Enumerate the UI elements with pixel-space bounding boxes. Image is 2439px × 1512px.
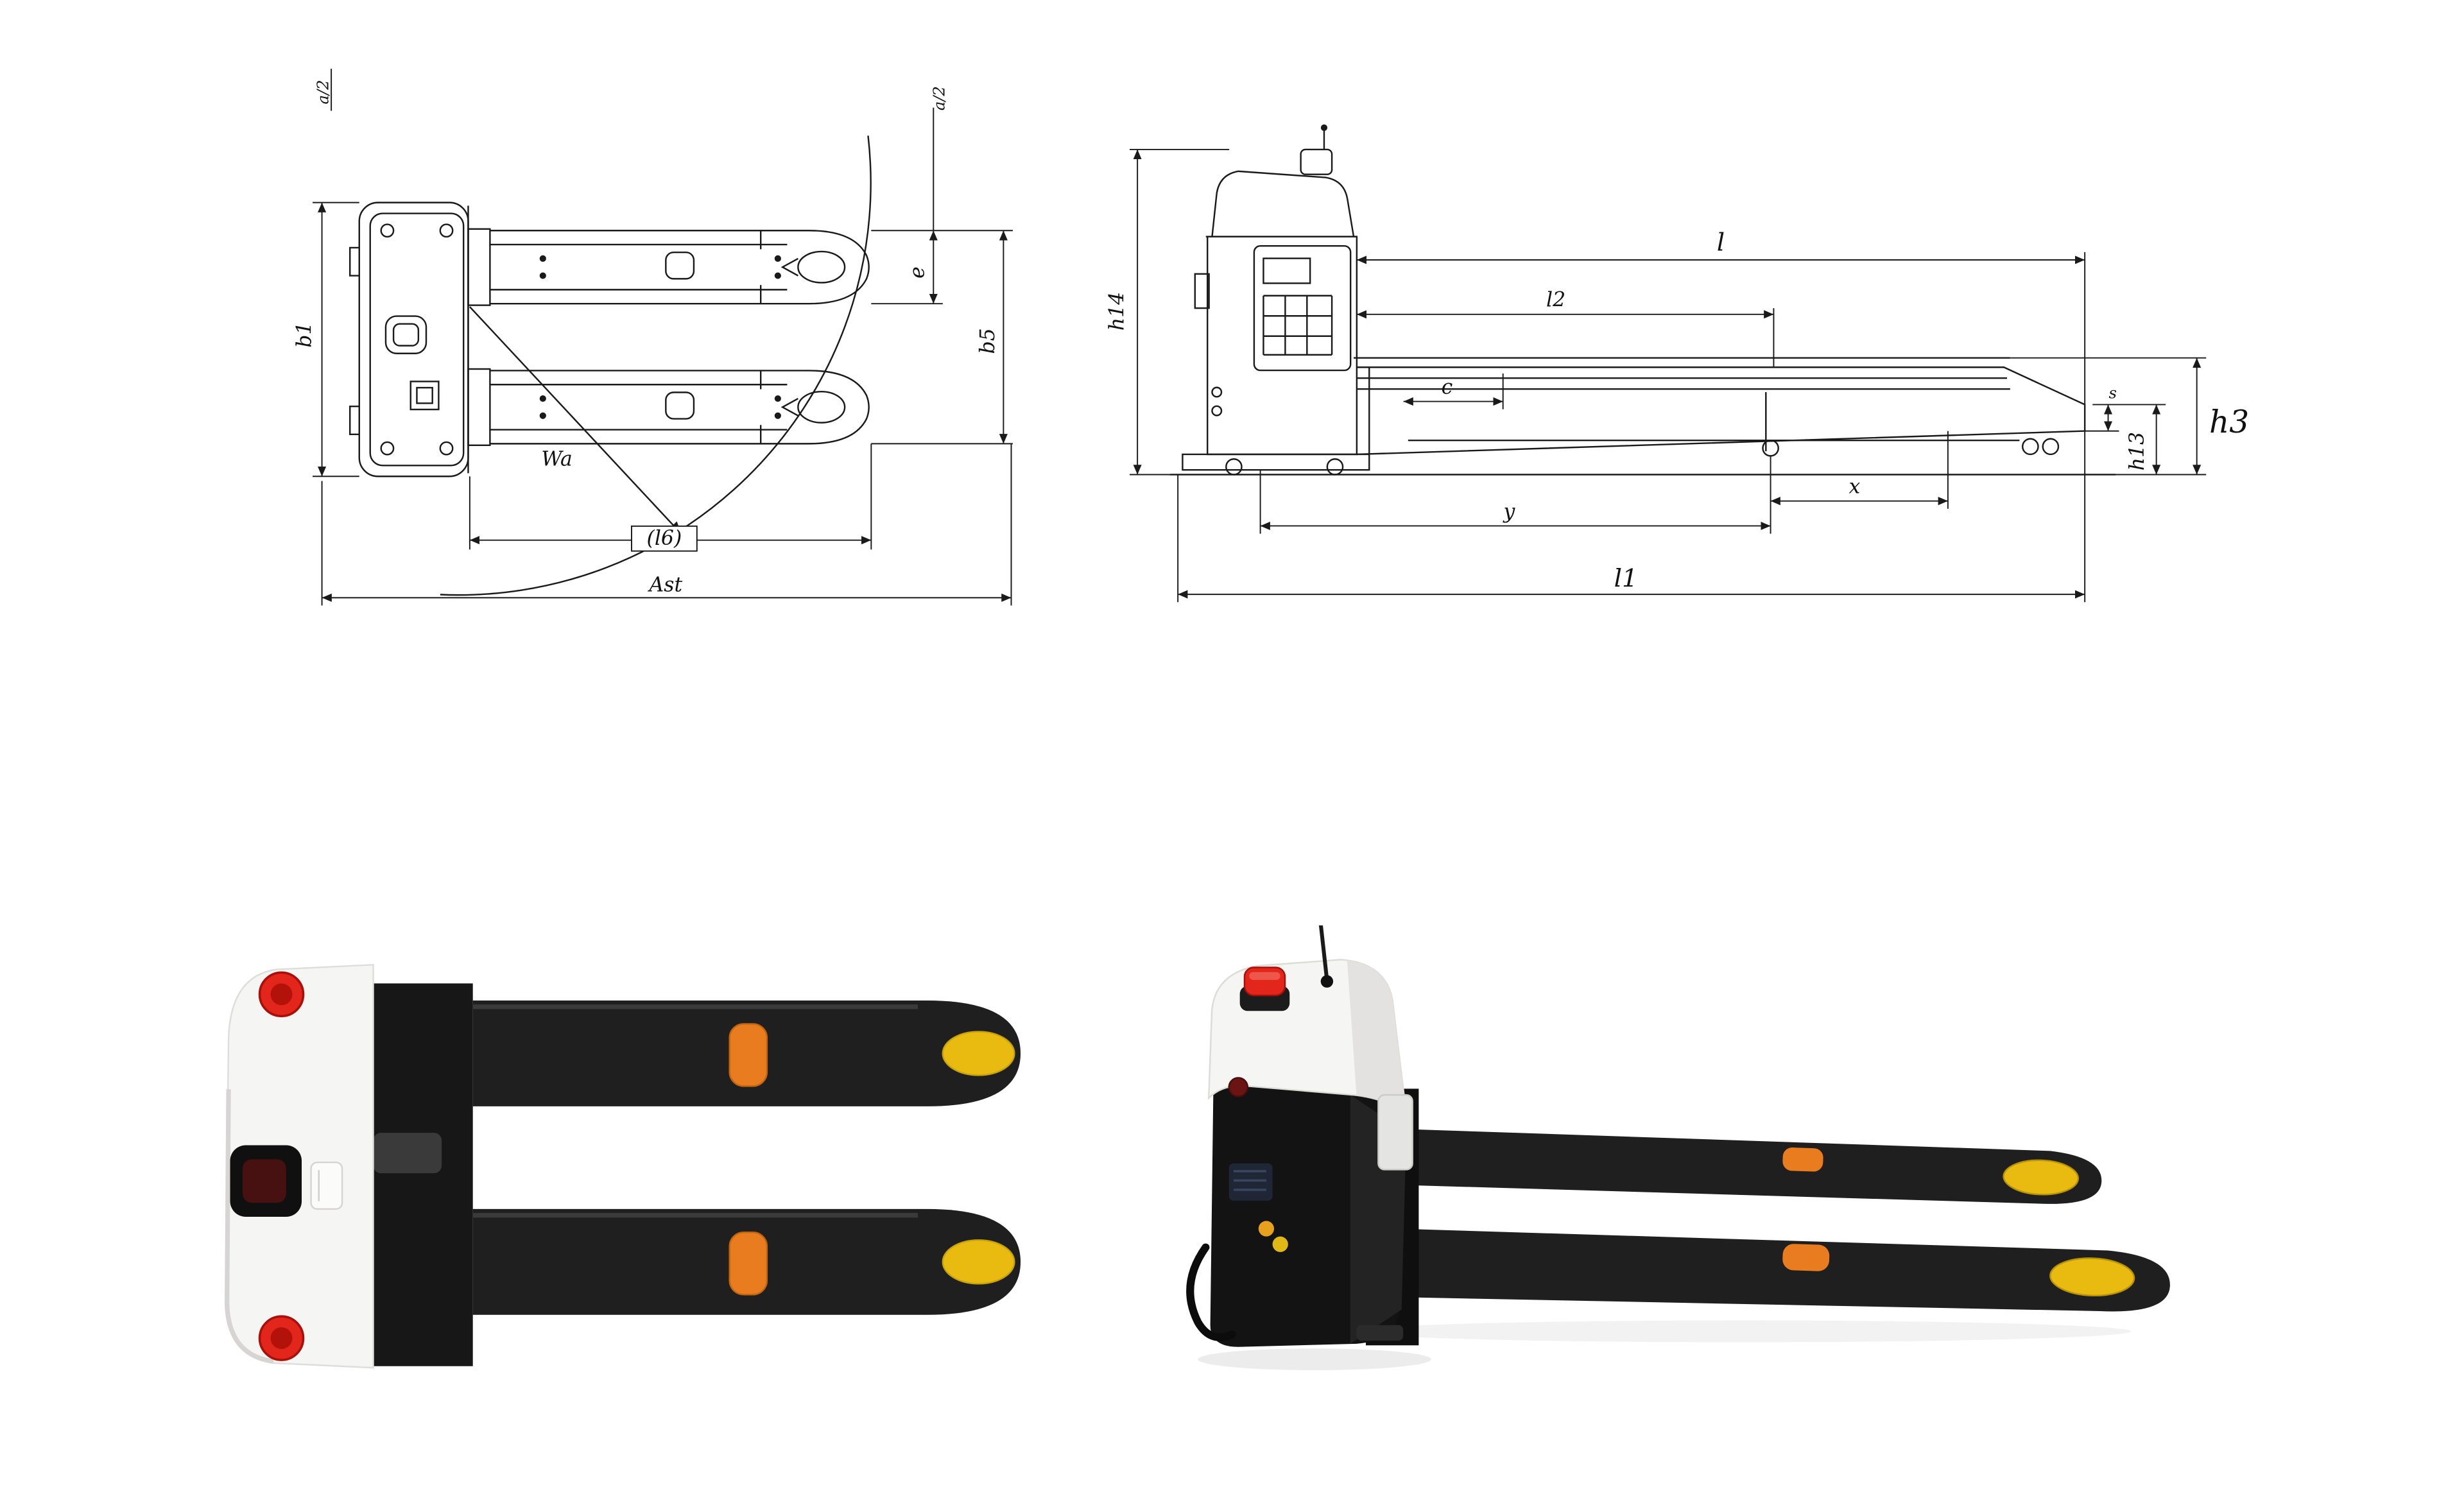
fork-mount-bracket (1377, 1094, 1413, 1171)
dim-label-h3: h3 (2209, 404, 2249, 440)
yellow-wheel-upper (2003, 1159, 2080, 1196)
side-view-truck-outline (1182, 125, 1370, 476)
dim-label-h13: h13 (2126, 432, 2149, 470)
latch-handle (310, 1161, 343, 1210)
antenna-base (1320, 975, 1334, 988)
fork-shadow (1353, 1320, 2132, 1343)
dim-label-b5: b5 (976, 328, 999, 354)
antenna (1318, 925, 1329, 982)
dim-label-s: s (2109, 384, 2117, 402)
body-shadow (1198, 1348, 1431, 1371)
orange-roller-lower (1782, 1244, 1830, 1271)
indicator-dot-orange (1258, 1221, 1275, 1237)
top-view-dimensions (313, 69, 1013, 606)
orange-marker-bottom-fork (728, 1232, 768, 1296)
fork-lower (1397, 1228, 2170, 1312)
fork-bottom-outline (490, 370, 870, 445)
white-head-unit (225, 964, 374, 1369)
dim-label-l1: l1 (1614, 564, 1638, 593)
power-unit-outline (349, 202, 491, 477)
emergency-stop-button (1243, 966, 1286, 997)
orange-roller-upper (1782, 1147, 1823, 1172)
fork-bottom (472, 1208, 1021, 1315)
dim-label-h14: h14 (1105, 292, 1128, 331)
yellow-wheel-top-fork (942, 1031, 1015, 1076)
dim-label-b1: b1 (293, 322, 316, 348)
dim-label-l: l (1717, 228, 1725, 257)
dim-label-l6: (l6) (647, 527, 682, 550)
sensor-lens (242, 1159, 286, 1203)
dim-label-y: y (1502, 500, 1515, 523)
fork-top-outline (490, 230, 870, 305)
side-view-technical-drawing: l l2 c y x s h3 h13 h14 l1 (1105, 125, 2249, 603)
red-button-bottom-center (270, 1327, 293, 1350)
dim-label-e: e (906, 266, 929, 279)
vent-panel (1228, 1163, 1273, 1201)
orange-marker-top-fork (728, 1023, 768, 1087)
yellow-wheel-lower (2049, 1257, 2135, 1297)
dim-label-wa: Wa (541, 447, 572, 470)
product-render-top-view (225, 964, 1021, 1369)
indicator-dot-yellow (1272, 1236, 1288, 1252)
dim-label-a2-left: a/2 (313, 80, 332, 104)
side-view-forks (1354, 357, 2086, 457)
product-render-perspective-view (1186, 925, 2170, 1371)
top-view-technical-drawing: b1 a/2 a/2 e b5 (l6) Ast Wa (293, 69, 1013, 606)
red-button-top-center (270, 983, 293, 1006)
mast-assembly (351, 983, 473, 1366)
dim-label-a2-right: a/2 (929, 86, 948, 110)
fork-top (472, 1001, 1021, 1106)
body-unit (1186, 925, 1413, 1347)
dim-label-x: x (1849, 476, 1861, 499)
dim-label-c: c (1442, 375, 1453, 399)
small-red-button (1228, 1077, 1249, 1097)
turning-circle-arc (440, 135, 872, 596)
turning-radius-line (469, 306, 682, 535)
power-cable (1186, 1243, 1236, 1341)
yellow-wheel-bottom-fork (942, 1239, 1015, 1285)
side-view-dimensions (1130, 148, 2207, 603)
dim-label-ast: Ast (648, 574, 683, 597)
fork-upper (1408, 1129, 2102, 1204)
dim-label-l2: l2 (1546, 289, 1565, 312)
